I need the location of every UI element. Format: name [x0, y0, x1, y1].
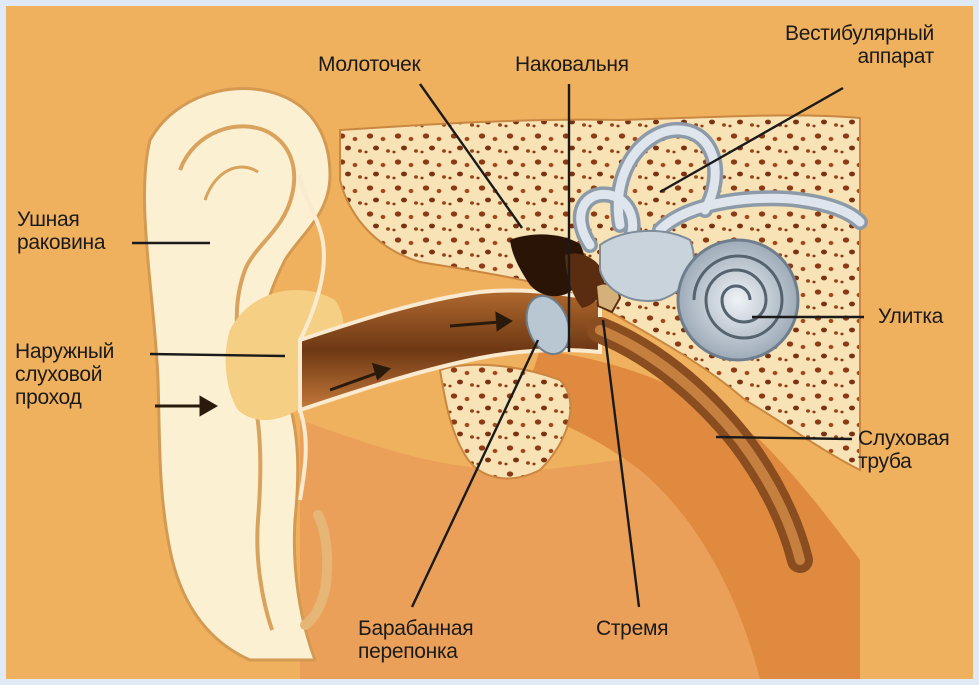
label-ear-canal: Наружный слуховой проход [15, 340, 114, 409]
label-eardrum: Барабанная перепонка [358, 617, 473, 663]
label-auricle: Ушная раковина [17, 208, 105, 254]
label-malleus: Молоточек [318, 53, 420, 76]
cochlea-shape [678, 240, 798, 360]
label-stapes: Стремя [596, 617, 668, 640]
label-incus: Наковальня [515, 53, 629, 76]
label-cochlea: Улитка [878, 305, 943, 328]
label-eustachian: Слуховая труба [858, 427, 949, 473]
label-vestibular: Вестибулярный аппарат [785, 22, 934, 68]
